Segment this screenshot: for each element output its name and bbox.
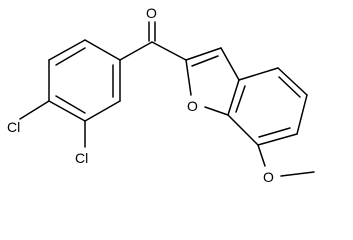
bond-c3-c3a [220,47,240,81]
carbonyl-group: O [119,5,187,61]
bond-carbonyl-to-furan [151,41,187,61]
bond-c6-c7 [257,133,298,146]
molecule-drawing: Cl Cl O O O [7,5,315,185]
bond-c3a-c4 [238,67,279,81]
bond-ring-c [84,100,121,122]
furan-ring: O [185,47,240,116]
bond-c6-c7-inner [258,127,291,138]
bond-c5-c6 [296,94,308,135]
structure-svg: Cl Cl O O O [7,5,315,185]
carbonyl-oxygen-label: O [146,5,157,21]
bond-c4-cl [19,100,50,120]
bond-c2-c3-inner [191,55,219,67]
bond-c2-o1 [185,59,192,96]
bond-ring-to-carbonyl [119,41,153,61]
chlorine-lower-label: Cl [75,150,88,166]
bond-c7a-c3a [227,79,240,116]
bond-omethoxy-methyl [280,171,315,177]
methoxy-group: O [257,144,315,185]
bond-ring-f [48,39,86,61]
bond-ring-d-inner [55,95,86,114]
bond-c4-c5-inner [278,76,301,98]
bond-c6-omethoxy [257,144,266,167]
bond-c7-c7a [227,114,259,146]
bond-ring-f-inner [55,47,86,66]
benzo-ring [227,67,308,146]
bond-c4-c5 [277,67,308,96]
bond-c7a-c3a-inner [235,85,246,113]
bond-c2-c3 [185,47,222,61]
bond-ring-d [48,100,86,122]
chlorine-upper-label: Cl [7,119,20,135]
furan-oxygen-label: O [187,98,198,114]
bond-o1-c7a [204,106,229,116]
dichlorophenyl-ring [48,39,121,122]
methoxy-oxygen-label: O [263,169,274,185]
bond-ring-a [84,39,121,61]
